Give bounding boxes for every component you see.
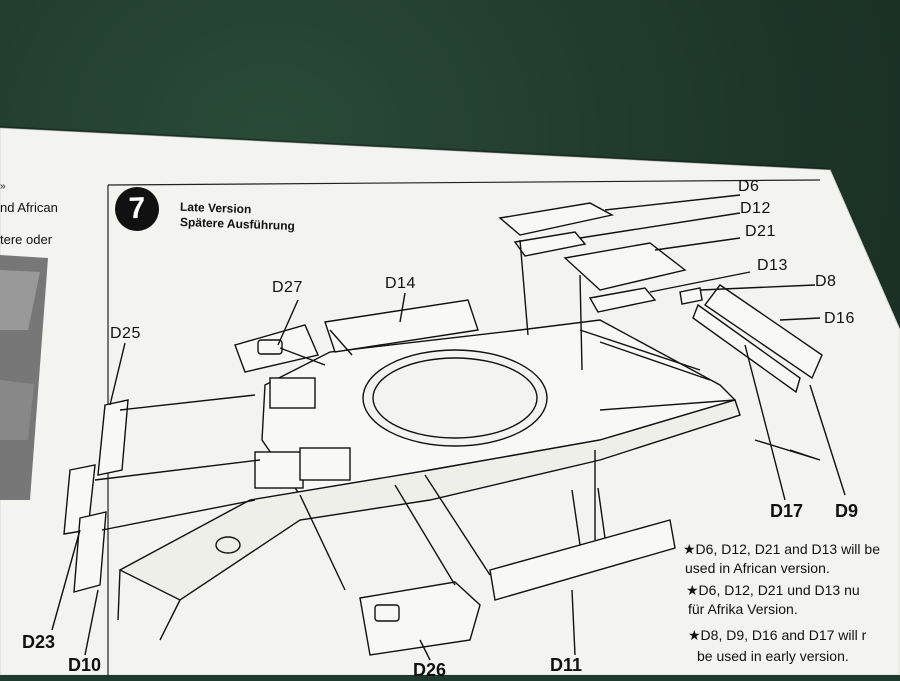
note-3-line-2: be used in early version. xyxy=(697,648,849,664)
part-label-d25: D25 xyxy=(110,325,141,342)
note-3-line-1: ★D8, D9, D16 and D17 will r xyxy=(688,627,867,643)
hull-exploded-diagram xyxy=(51,194,846,661)
side-text-line-1: nd African xyxy=(0,200,58,215)
part-label-d27: D27 xyxy=(272,279,303,296)
note-1-line-1: ★D6, D12, D21 and D13 will be xyxy=(683,541,880,557)
side-text-line-2: tere oder xyxy=(0,232,53,247)
part-label-d17: D17 xyxy=(770,501,804,521)
note-2-line-1: ★D6, D12, D21 und D13 nu xyxy=(686,582,860,598)
part-label-d16: D16 xyxy=(824,310,855,327)
part-label-d6: D6 xyxy=(738,178,760,195)
note-1-line-2: used in African version. xyxy=(685,560,830,576)
step-title-en: Late Version xyxy=(179,199,252,217)
part-label-d14: D14 xyxy=(385,275,416,292)
part-label-d9: D9 xyxy=(835,501,859,521)
side-arrow-marks: » xyxy=(0,181,6,192)
part-label-d23: D23 xyxy=(22,632,56,652)
part-label-d11: D11 xyxy=(550,655,583,675)
note-2-line-2: für Afrika Version. xyxy=(688,601,798,617)
part-label-d21: D21 xyxy=(745,223,776,240)
part-label-d8: D8 xyxy=(815,273,837,290)
part-label-d10: D10 xyxy=(68,655,102,675)
part-label-d13: D13 xyxy=(757,257,788,274)
part-label-d12: D12 xyxy=(740,200,771,217)
part-label-d26: D26 xyxy=(413,660,447,680)
